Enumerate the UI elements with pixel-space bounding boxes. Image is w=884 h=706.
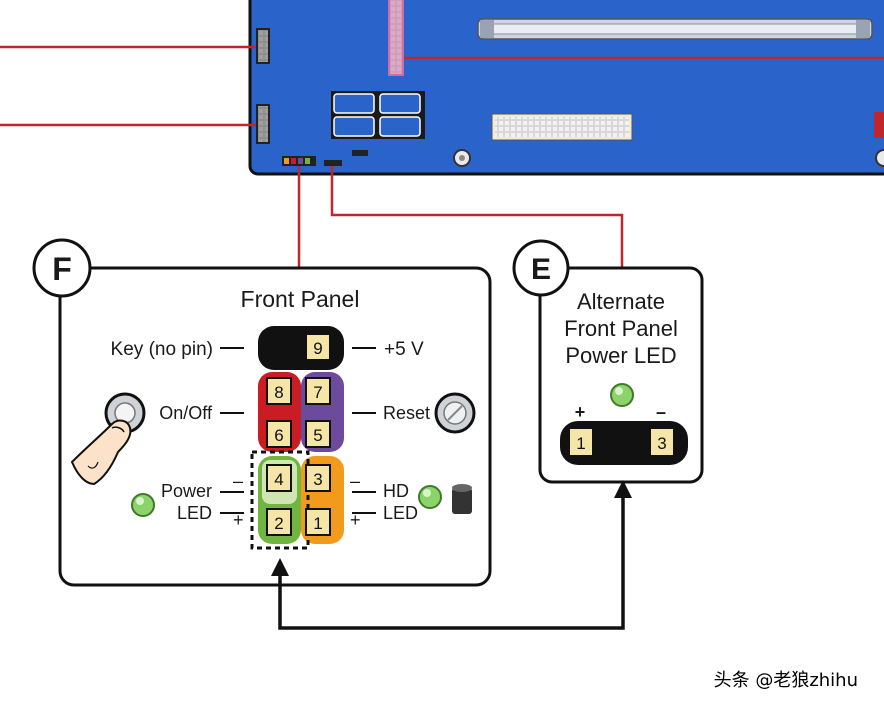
pin-7 bbox=[305, 377, 331, 405]
svg-text:3: 3 bbox=[313, 470, 322, 489]
hd-led-minus: – bbox=[350, 471, 360, 491]
panel-f-badge: F bbox=[32, 238, 92, 298]
panel-e-plus: + bbox=[575, 402, 586, 422]
panel-f-title: Front Panel bbox=[241, 286, 360, 312]
alt-pin-3 bbox=[649, 427, 675, 457]
hard-drive-icon bbox=[452, 484, 472, 514]
sata-ports bbox=[331, 91, 425, 139]
pin-9 bbox=[305, 333, 331, 361]
pin-3 bbox=[305, 464, 331, 492]
svg-text:2: 2 bbox=[274, 514, 283, 533]
plus5v-label: +5 V bbox=[384, 339, 424, 360]
pin-block-key bbox=[258, 326, 344, 370]
finger-press-icon bbox=[70, 419, 132, 486]
hd-led-label-line2: LED bbox=[383, 503, 418, 523]
power-led-label-line1: Power bbox=[161, 481, 212, 501]
panel-e-badge-letter: E bbox=[531, 253, 551, 286]
pin-1 bbox=[305, 508, 331, 536]
memory-slot bbox=[477, 18, 873, 40]
power-led-label-line2: LED bbox=[177, 503, 212, 523]
key-label: Key (no pin) bbox=[111, 339, 213, 360]
svg-text:4: 4 bbox=[274, 470, 283, 489]
front-panel-header: 9 8 7 6 5 4 3 2 1 bbox=[250, 326, 344, 550]
reset-button-icon bbox=[434, 392, 476, 434]
panel-e-minus: – bbox=[656, 402, 666, 422]
panel-e-title-line3: Power LED bbox=[565, 343, 676, 368]
svg-text:9: 9 bbox=[313, 339, 322, 358]
panel-e-title-line1: Alternate bbox=[577, 289, 665, 314]
pink-header bbox=[388, 0, 404, 76]
led-icon bbox=[418, 485, 442, 509]
pin-5 bbox=[305, 420, 331, 448]
onoff-label: On/Off bbox=[159, 403, 213, 423]
svg-text:7: 7 bbox=[313, 383, 322, 402]
hd-led-plus: + bbox=[350, 510, 361, 530]
left-header-top bbox=[256, 28, 270, 64]
wire-to-panel-e bbox=[330, 166, 624, 268]
hd-led-label-line1: HD bbox=[383, 481, 409, 501]
board-front-panel-header bbox=[282, 150, 368, 166]
svg-text:5: 5 bbox=[313, 426, 322, 445]
power-connector bbox=[491, 113, 633, 141]
pin-4 bbox=[266, 464, 292, 492]
left-header-bottom bbox=[256, 104, 270, 144]
led-icon bbox=[610, 383, 634, 407]
reset-label: Reset bbox=[383, 403, 430, 423]
panel-e-badge: E bbox=[512, 239, 570, 297]
panel-f-badge-letter: F bbox=[52, 251, 72, 287]
faint-watermark: 知乎 @老狼 bbox=[731, 645, 862, 669]
svg-text:1: 1 bbox=[576, 434, 585, 453]
board-edge-component bbox=[874, 112, 884, 138]
svg-text:3: 3 bbox=[657, 434, 666, 453]
power-led-minus: – bbox=[233, 471, 243, 491]
svg-text:6: 6 bbox=[274, 426, 283, 445]
pin-2 bbox=[266, 508, 292, 536]
led-icon bbox=[131, 493, 155, 517]
panel-e-title-line2: Front Panel bbox=[564, 316, 678, 341]
alt-power-led-header: 1 3 bbox=[560, 421, 688, 465]
power-led-dashed-outline bbox=[250, 450, 310, 550]
power-led-plus: + bbox=[233, 510, 244, 530]
screw-hole-icon bbox=[453, 149, 471, 167]
alt-pin-1 bbox=[568, 427, 594, 457]
motherboard bbox=[248, 0, 884, 176]
watermark: 头条 @老狼zhihu bbox=[713, 670, 858, 691]
pin-8 bbox=[266, 377, 292, 405]
svg-text:1: 1 bbox=[313, 514, 322, 533]
svg-text:8: 8 bbox=[274, 383, 283, 402]
screw-hole-icon bbox=[875, 149, 884, 167]
pin-6 bbox=[266, 420, 292, 448]
connection-arrow bbox=[271, 480, 632, 630]
